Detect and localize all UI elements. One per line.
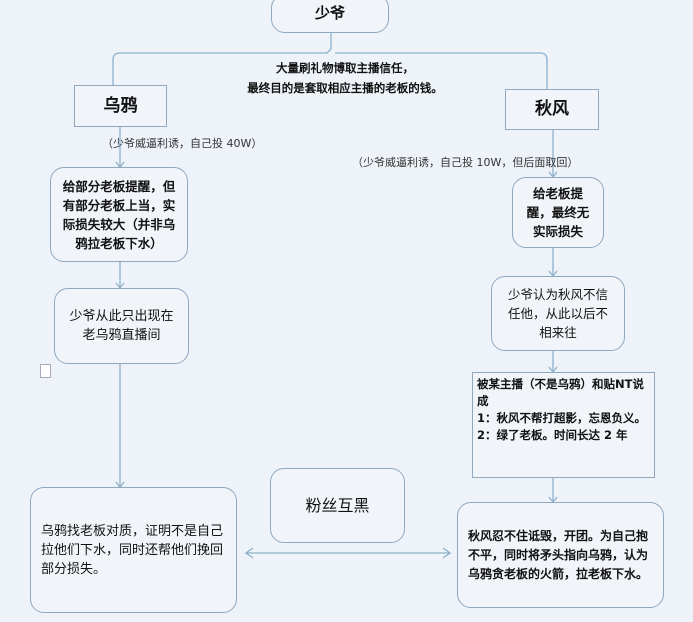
node-left-step1: 给部分老板提醒，但有部分老板上当，实际损失较大（并非乌鸦拉老板下水）: [50, 167, 188, 262]
node-qiufeng: 秋风: [505, 89, 599, 130]
root-note-line: 大量刷礼物博取主播信任，: [276, 61, 414, 75]
node-left-step2: 少爷从此只出现在老乌鸦直播间: [54, 288, 189, 364]
node-right-step2: 少爷认为秋风不信任他，从此以后不相来往: [491, 276, 625, 351]
root-note-line: 最终目的是套取相应主播的老板的钱。: [247, 81, 443, 95]
root-note: 大量刷礼物博取主播信任， 最终目的是套取相应主播的老板的钱。: [200, 58, 490, 98]
rumor-line: 1：秋风不帮打超影，忘恩负义。: [477, 411, 646, 425]
rumor-line: 2：绿了老板。时间长达 2 年: [477, 428, 628, 442]
note-qiufeng: （少爷威逼利诱，自己投 10W，但后面取回）: [352, 156, 579, 169]
node-wuya: 乌鸦: [74, 85, 167, 127]
node-root: 少爷: [271, 0, 389, 33]
rumor-line: 被某主播（不是乌鸦）和贴NT说成: [477, 377, 644, 408]
node-right-step1: 给老板提醒，最终无实际损失: [512, 177, 604, 248]
node-right-final: 秋风忍不住诋毁，开团。为自己抱不平，同时将矛头指向乌鸦，认为乌鸦贪老板的火箭，拉…: [457, 502, 664, 608]
node-left-step3: 乌鸦找老板对质，证明不是自己拉他们下水，同时还帮他们挽回部分损失。: [30, 487, 237, 613]
node-right-rumor: 被某主播（不是乌鸦）和贴NT说成 1：秋风不帮打超影，忘恩负义。 2：绿了老板。…: [472, 372, 655, 478]
node-center: 粉丝互黑: [270, 468, 405, 543]
note-wuya: （少爷威逼利诱，自己投 40W）: [102, 137, 263, 150]
document-icon[interactable]: [40, 364, 51, 378]
